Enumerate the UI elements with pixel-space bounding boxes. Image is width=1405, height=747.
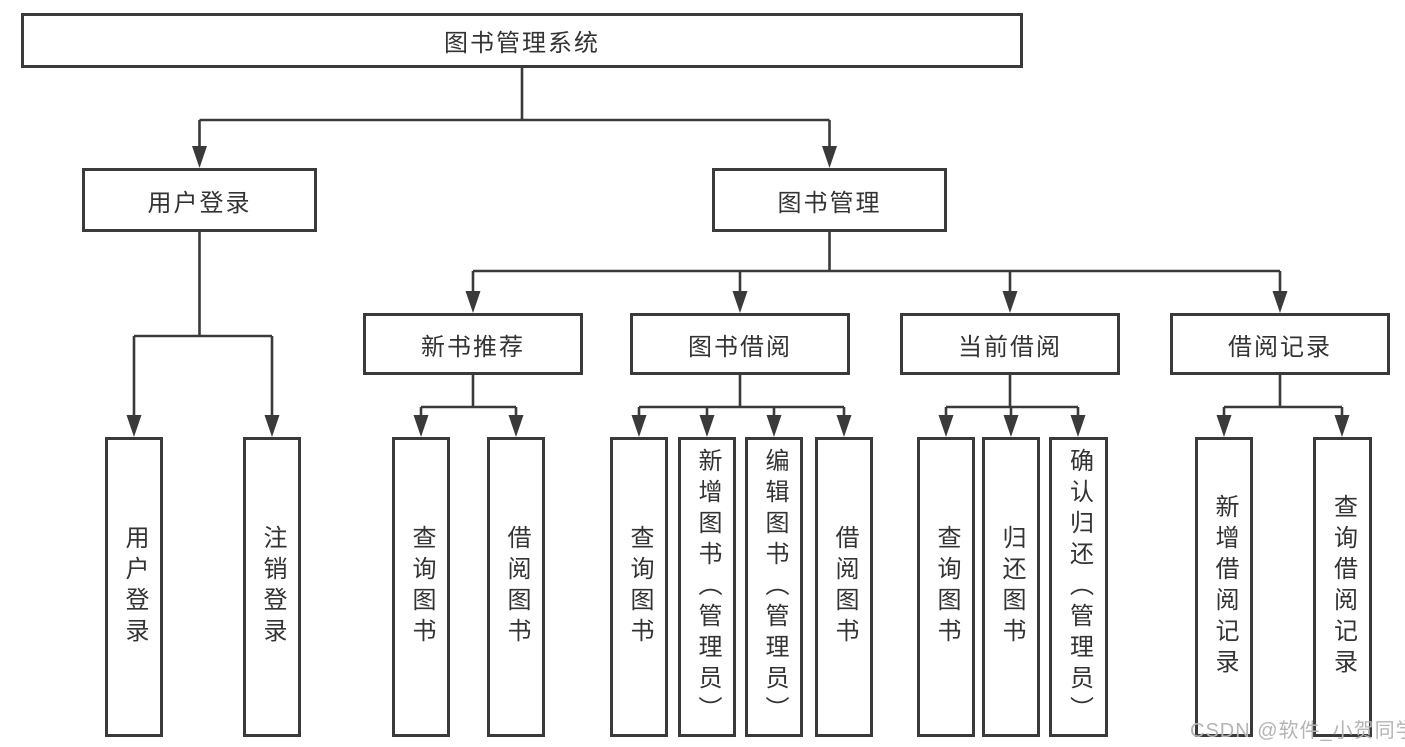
leaf-label: 用户登录 bbox=[121, 525, 148, 649]
node-new-book-recommend: 新书推荐 bbox=[363, 313, 583, 375]
node-leaf-borrow-books-1: 借阅图书 bbox=[487, 437, 545, 737]
node-leaf-user-login: 用户登录 bbox=[105, 437, 163, 737]
node-leaf-edit-books-admin: 编辑图书（管理员） bbox=[745, 437, 803, 737]
arrow-icon bbox=[631, 415, 647, 437]
leaf-label: 查询借阅记录 bbox=[1329, 494, 1357, 680]
leaf-label: 编辑图书（管理员） bbox=[761, 447, 788, 727]
node-leaf-query-books-1: 查询图书 bbox=[392, 437, 450, 737]
node-borrowing-records: 借阅记录 bbox=[1170, 313, 1390, 375]
arrow-icon bbox=[1002, 291, 1018, 313]
arrow-icon bbox=[1272, 291, 1288, 313]
node-leaf-query-books-2: 查询图书 bbox=[610, 437, 668, 737]
arrow-icon bbox=[508, 415, 524, 437]
leaf-label: 确认归还（管理员） bbox=[1065, 447, 1093, 727]
arrow-icon bbox=[465, 291, 481, 313]
node-user-login: 用户登录 bbox=[82, 168, 317, 232]
leaf-label: 查询图书 bbox=[408, 525, 435, 649]
node-leaf-query-borrow-record: 查询借阅记录 bbox=[1313, 437, 1372, 737]
leaf-label: 借阅图书 bbox=[503, 525, 530, 649]
node-leaf-add-books-admin: 新增图书（管理员） bbox=[678, 437, 736, 737]
node-root: 图书管理系统 bbox=[21, 13, 1023, 68]
arrow-icon bbox=[1070, 415, 1086, 437]
arrow-icon bbox=[1003, 415, 1019, 437]
leaf-label: 新增借阅记录 bbox=[1211, 494, 1238, 680]
arrow-icon bbox=[413, 415, 429, 437]
node-leaf-return-books: 归还图书 bbox=[982, 437, 1040, 737]
arrow-icon bbox=[1216, 415, 1232, 437]
arrow-icon bbox=[822, 146, 837, 168]
node-leaf-query-books-3: 查询图书 bbox=[917, 437, 975, 737]
node-book-management: 图书管理 bbox=[712, 168, 947, 232]
csdn-watermark: CSDN @软件_小贺同学 bbox=[1190, 720, 1405, 742]
arrow-icon bbox=[699, 415, 715, 437]
arrow-icon bbox=[264, 415, 280, 437]
leaf-label: 查询图书 bbox=[933, 525, 960, 649]
node-leaf-logout: 注销登录 bbox=[243, 437, 301, 737]
leaf-label: 查询图书 bbox=[626, 525, 653, 649]
leaf-label: 归还图书 bbox=[998, 525, 1025, 649]
arrow-icon bbox=[1334, 415, 1350, 437]
node-leaf-add-borrow-record: 新增借阅记录 bbox=[1195, 437, 1253, 737]
leaf-label: 注销登录 bbox=[259, 525, 286, 649]
node-book-borrowing: 图书借阅 bbox=[630, 313, 850, 375]
leaf-label: 借阅图书 bbox=[831, 525, 858, 649]
arrow-icon bbox=[836, 415, 852, 437]
arrow-icon bbox=[938, 415, 954, 437]
arrow-icon bbox=[126, 415, 142, 437]
arrow-icon bbox=[732, 291, 748, 313]
arrow-icon bbox=[766, 415, 782, 437]
node-leaf-confirm-return-admin: 确认归还（管理员） bbox=[1049, 437, 1108, 737]
leaf-label: 新增图书（管理员） bbox=[694, 447, 721, 727]
arrow-icon bbox=[192, 146, 207, 168]
node-current-borrowing: 当前借阅 bbox=[900, 313, 1120, 375]
node-leaf-borrow-books-2: 借阅图书 bbox=[815, 437, 873, 737]
